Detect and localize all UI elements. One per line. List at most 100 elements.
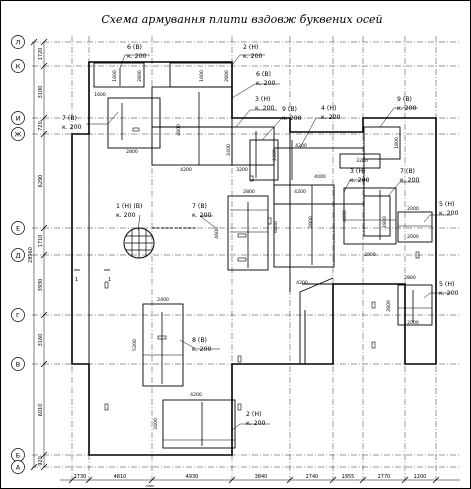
svg-text:2 (Н): 2 (Н) (243, 44, 258, 51)
zone-3200 (339, 153, 381, 169)
dim-bottom-1: 1730 (74, 474, 87, 480)
drawing-title: Схема армування плити вздовж буквених ос… (101, 13, 382, 26)
zone-3n (151, 126, 233, 166)
svg-text:6800: 6800 (273, 221, 279, 233)
svg-text:1800: 1800 (382, 216, 388, 228)
bottom-dimension-chain (60, 476, 460, 484)
axis-marker-i: И (11, 111, 25, 125)
rebar-notes: 6 (В)к. 200 2 (Н)к. 200 6 (В)к. 200 3 (Н… (62, 44, 459, 427)
svg-text:3200: 3200 (356, 158, 368, 164)
svg-text:2800: 2800 (364, 252, 376, 258)
dim-i-zh: 720 (38, 121, 44, 131)
zone-arrows (119, 68, 414, 446)
note-16: 2 (Н)к. 200 (246, 411, 266, 427)
svg-text:1600: 1600 (94, 92, 106, 98)
svg-text:3200: 3200 (236, 167, 248, 173)
zone-3n-right (231, 126, 275, 166)
zone-9v (249, 139, 279, 181)
axis-marker-k: К (11, 59, 25, 73)
svg-text:7 (В): 7 (В) (62, 115, 77, 122)
dim-k-i: 3100 (38, 86, 44, 99)
svg-text:3400: 3400 (153, 418, 159, 430)
svg-text:1600: 1600 (199, 70, 205, 82)
svg-text:9 (В): 9 (В) (397, 96, 412, 103)
reinforcement-zones (93, 62, 433, 449)
svg-text:2400: 2400 (226, 144, 232, 156)
dim-l-k: 1720 (38, 48, 44, 61)
svg-text:2800: 2800 (404, 275, 416, 281)
svg-text:3 (Н): 3 (Н) (350, 168, 365, 175)
svg-text:5 (Н): 5 (Н) (439, 201, 454, 208)
svg-text:В: В (16, 361, 20, 369)
svg-text:1800: 1800 (394, 137, 400, 149)
svg-text:к. 200: к. 200 (243, 53, 263, 60)
svg-text:2800: 2800 (126, 149, 138, 155)
svg-text:Е: Е (16, 225, 20, 233)
svg-text:2400: 2400 (157, 297, 169, 303)
dim-bottom-6: 1955 (342, 474, 355, 480)
svg-text:2000: 2000 (407, 320, 419, 326)
axis-marker-a: А (11, 460, 25, 474)
zone-9v-right (363, 126, 401, 160)
svg-text:4600: 4600 (214, 227, 220, 239)
note-2: 2 (Н) к. 200 (243, 44, 263, 60)
svg-text:2800: 2800 (243, 189, 255, 195)
svg-text:Л: Л (16, 39, 21, 47)
zone-5n-upper (397, 211, 433, 243)
svg-text:к. 200: к. 200 (127, 53, 147, 60)
svg-text:2000: 2000 (407, 206, 419, 212)
svg-text:2800: 2800 (224, 70, 230, 82)
svg-text:к. 200: к. 200 (116, 212, 136, 219)
zone-subdivisions (143, 126, 432, 441)
zone-8v (142, 303, 184, 387)
svg-text:2 (Н): 2 (Н) (246, 411, 261, 418)
svg-text:8 (В): 8 (В) (192, 337, 207, 344)
svg-text:к. 200: к. 200 (439, 210, 459, 217)
svg-text:к. 200: к. 200 (282, 115, 302, 122)
note-5: 7 (В) к. 200 (62, 115, 82, 131)
zone-7v-right (363, 195, 391, 237)
zone-7v-center (227, 195, 269, 271)
interior-walls (88, 62, 340, 455)
dim-zh-e: 6290 (38, 175, 44, 188)
svg-text:Ж: Ж (14, 131, 21, 139)
dim-total: 28960 (28, 247, 34, 263)
svg-text:3 (Н): 3 (Н) (255, 96, 270, 103)
svg-text:к. 200: к. 200 (397, 105, 417, 112)
svg-text:2800: 2800 (308, 216, 314, 228)
svg-text:1: 1 (75, 277, 78, 283)
dim-bottom-2: 4810 (114, 474, 127, 480)
note-10: 7 (В) к. 200 (400, 168, 420, 184)
svg-text:К: К (16, 63, 21, 71)
zone-2n-bottom (162, 399, 236, 449)
svg-text:к. 200: к. 200 (62, 124, 82, 131)
svg-text:к. 200: к. 200 (321, 114, 341, 121)
dim-bottom-7: 2770 (378, 474, 391, 480)
svg-text:к. 200: к. 200 (400, 177, 420, 184)
note-8: 9 (В) к. 200 (397, 96, 417, 112)
svg-text:7 (В): 7 (В) (400, 168, 415, 175)
svg-text:6 (В): 6 (В) (256, 71, 271, 78)
axis-marker-d: Д (11, 248, 25, 262)
note-3: 6 (В)к. 200 (256, 71, 276, 87)
svg-text:И: И (16, 115, 21, 123)
svg-text:к. 200: к. 200 (350, 177, 370, 184)
svg-text:1: 1 (108, 277, 111, 283)
zone-6800 (273, 184, 335, 268)
svg-text:4200: 4200 (294, 189, 306, 195)
axis-markers: Л К И Ж Е Д Г В Б А (11, 35, 25, 474)
svg-text:4800: 4800 (342, 210, 348, 222)
svg-text:2800: 2800 (137, 70, 143, 82)
svg-text:4200: 4200 (180, 167, 192, 173)
note-13: 5 (Н) к. 200 (439, 201, 459, 217)
svg-text:Д: Д (15, 252, 20, 260)
rebar-circle-zone (123, 227, 196, 259)
left-dimension-values: 1720 3100 720 6290 1710 3930 3160 6010 9… (28, 48, 44, 466)
note-14: 5 (Н)к. 200 (439, 281, 459, 297)
note-9: 3 (Н) к. 200 (350, 168, 370, 184)
svg-text:5200: 5200 (132, 339, 138, 351)
svg-text:7 (В): 7 (В) (192, 203, 207, 210)
svg-text:4 (Н): 4 (Н) (321, 105, 336, 112)
axis-marker-zh: Ж (11, 127, 25, 141)
